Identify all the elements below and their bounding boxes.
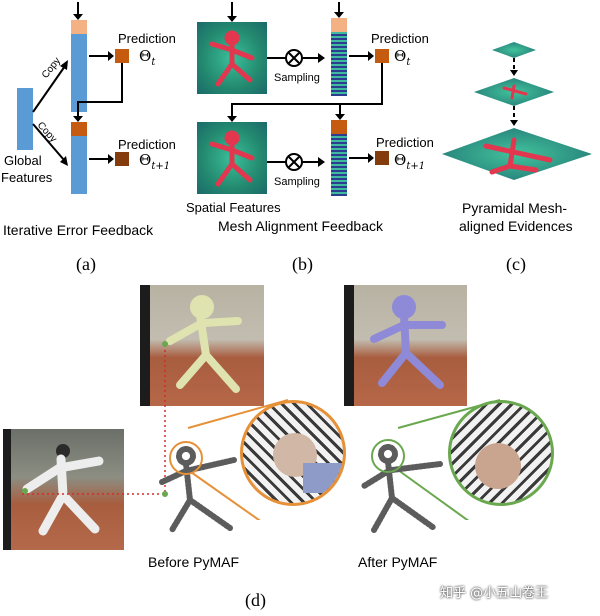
predict-arrow-bottom-head bbox=[108, 154, 114, 164]
orange-zoom-circle bbox=[240, 400, 346, 506]
sampling-label-top: Sampling bbox=[274, 72, 320, 84]
green-zoom-line-bottom bbox=[397, 469, 470, 520]
orange-zoom-line-bottom bbox=[187, 469, 261, 520]
copy-arrow-top-head bbox=[60, 60, 68, 70]
feature-bar-top-head bbox=[71, 20, 87, 34]
photo-before-mesh bbox=[140, 285, 264, 406]
watermark: 知乎 @小五山卷王 bbox=[440, 586, 549, 601]
sampling-arrow-top-head bbox=[318, 53, 325, 63]
pyramid-level-3-figure bbox=[483, 137, 553, 175]
predict-arrow-top-head bbox=[108, 51, 114, 61]
prediction-box-b-top bbox=[375, 49, 389, 63]
input-arrow-b-top-head bbox=[227, 16, 237, 22]
prediction-label-a-top: Prediction bbox=[118, 31, 176, 46]
input-arrow-top-head bbox=[73, 14, 83, 20]
prediction-box-bottom bbox=[115, 152, 129, 166]
global-features-bar bbox=[17, 88, 33, 150]
green-zoom-circle bbox=[448, 400, 554, 506]
panel-a-caption: (a) bbox=[76, 254, 96, 274]
theta-b-top: Θt bbox=[394, 47, 411, 68]
feature-map-top-figure bbox=[209, 30, 255, 87]
pyramid-level-2-figure bbox=[502, 84, 528, 100]
feedback-loop-b bbox=[231, 63, 383, 118]
feature-bar-bottom-head bbox=[71, 122, 87, 136]
panel-b-diagram bbox=[197, 2, 389, 196]
feedback-loop-a bbox=[77, 63, 123, 118]
sampled-bar-top bbox=[331, 32, 347, 96]
theta-a-bottom: Θt+1 bbox=[139, 151, 171, 172]
after-pymaf-label: After PyMAF bbox=[358, 554, 438, 570]
sampling-label-bottom: Sampling bbox=[274, 176, 320, 188]
panel-a-title: Iterative Error Feedback bbox=[3, 222, 154, 238]
panel-a-diagram bbox=[17, 2, 129, 194]
prediction-label-a-bottom: Prediction bbox=[118, 137, 176, 152]
sampled-bar-top-head bbox=[331, 18, 347, 32]
feature-map-bottom-figure bbox=[209, 130, 255, 187]
before-pymaf-label: Before PyMAF bbox=[148, 554, 240, 570]
copy-arrow-bottom bbox=[32, 123, 65, 161]
panel-d-caption: (d) bbox=[245, 590, 266, 610]
spatial-features-label: Spatial Features bbox=[186, 200, 281, 215]
before-feature-figure bbox=[159, 441, 237, 533]
theta-a-top: Θt bbox=[139, 47, 156, 68]
pyramid-level-1 bbox=[492, 42, 536, 58]
photo-input bbox=[3, 429, 124, 550]
sampled-bar-bottom-head bbox=[331, 120, 347, 134]
panel-c-title-line2: aligned Evidences bbox=[459, 218, 573, 234]
panel-c-title-line1: Pyramidal Mesh- bbox=[462, 200, 568, 216]
orange-small-circle bbox=[169, 441, 203, 475]
photo-after-mesh bbox=[344, 285, 467, 406]
feedback-loop-a-head bbox=[73, 116, 83, 122]
prediction-box-top bbox=[115, 49, 129, 63]
theta-b-bottom: Θt+1 bbox=[394, 151, 426, 172]
panel-b-title: Mesh Alignment Feedback bbox=[218, 218, 383, 234]
feature-bar-bottom bbox=[71, 136, 87, 194]
panel-b-caption: (b) bbox=[292, 254, 313, 274]
panel-c-caption: (c) bbox=[506, 254, 526, 274]
global-features-label-line1: Global bbox=[4, 153, 42, 168]
after-feature-figure bbox=[361, 439, 443, 533]
copy-arrow-bottom-head bbox=[60, 156, 68, 166]
dotted-connector bbox=[22, 344, 166, 495]
prediction-box-b-bottom bbox=[375, 151, 389, 165]
global-features-label-line2: Features bbox=[1, 170, 53, 185]
green-small-circle bbox=[371, 439, 405, 473]
feature-bar-top bbox=[71, 34, 87, 112]
prediction-label-b-bottom: Prediction bbox=[376, 135, 434, 150]
prediction-label-b-top: Prediction bbox=[371, 31, 429, 46]
pyramid-diagram bbox=[442, 42, 592, 180]
sampled-bar-bottom bbox=[331, 134, 347, 196]
copy-arrow-top bbox=[32, 65, 66, 113]
